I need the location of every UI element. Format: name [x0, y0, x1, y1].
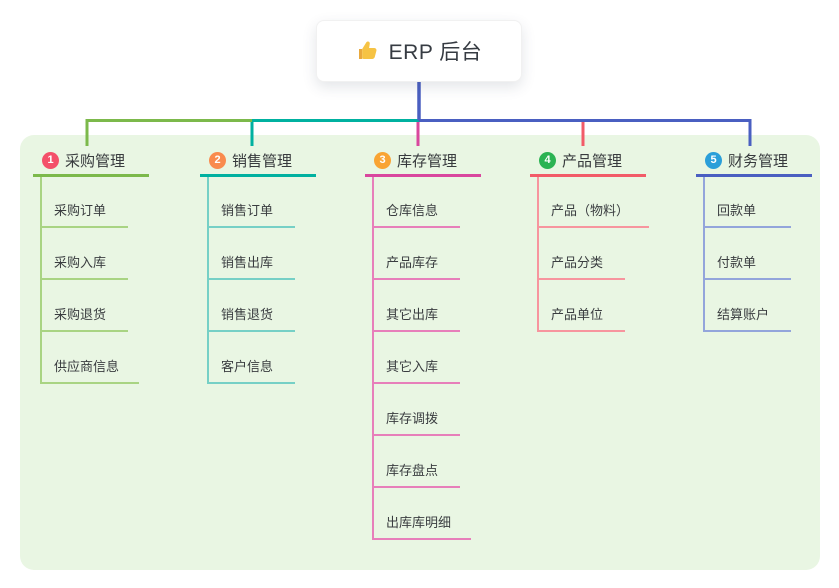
- child-label: 客户信息: [221, 359, 274, 374]
- child-label: 销售退货: [221, 307, 274, 322]
- child-label: 采购退货: [54, 307, 107, 322]
- child-label: 销售订单: [221, 203, 274, 218]
- child-node[interactable]: 回款单: [705, 177, 791, 228]
- child-node[interactable]: 销售订单: [209, 177, 295, 228]
- child-node[interactable]: 采购退货: [42, 280, 128, 332]
- children-group-5: 回款单付款单结算账户: [703, 177, 791, 332]
- child-node[interactable]: 出库库明细: [374, 488, 472, 540]
- branch-title-2: 销售管理: [232, 152, 293, 170]
- child-node[interactable]: 采购订单: [42, 177, 128, 228]
- child-label: 回款单: [717, 203, 757, 218]
- thumbs-up-icon: [356, 39, 380, 63]
- child-label: 销售出库: [221, 255, 274, 270]
- child-label: 结算账户: [717, 307, 770, 322]
- branch-header-2[interactable]: 2 销售管理: [200, 146, 316, 177]
- children-group-2: 销售订单销售出库销售退货客户信息: [207, 177, 295, 384]
- child-label: 库存调拨: [386, 411, 439, 426]
- priority-badge-4: 4: [539, 151, 556, 169]
- branch-header-5[interactable]: 5 财务管理: [696, 146, 812, 177]
- child-node[interactable]: 销售出库: [209, 228, 295, 280]
- child-label: 产品（物料）: [551, 203, 630, 218]
- child-label: 采购入库: [54, 255, 107, 270]
- child-node[interactable]: 销售退货: [209, 280, 295, 332]
- child-label: 库存盘点: [386, 463, 439, 478]
- child-node[interactable]: 库存调拨: [374, 384, 460, 436]
- priority-badge-1: 1: [42, 151, 59, 169]
- child-node[interactable]: 产品库存: [374, 228, 460, 280]
- child-label: 其它出库: [386, 307, 439, 322]
- child-label: 采购订单: [54, 203, 107, 218]
- root-title: ERP 后台: [388, 41, 483, 64]
- child-label: 产品分类: [551, 255, 604, 270]
- child-label: 其它入库: [386, 359, 439, 374]
- child-label: 仓库信息: [386, 203, 439, 218]
- child-label: 供应商信息: [54, 359, 120, 374]
- child-node[interactable]: 其它出库: [374, 280, 460, 332]
- root-node[interactable]: ERP 后台: [316, 20, 522, 82]
- child-node[interactable]: 产品分类: [539, 228, 625, 280]
- children-group-1: 采购订单采购入库采购退货供应商信息: [40, 177, 140, 384]
- priority-badge-3: 3: [374, 151, 391, 169]
- child-node[interactable]: 客户信息: [209, 332, 295, 384]
- child-label: 产品单位: [551, 307, 604, 322]
- mindmap-canvas: [20, 135, 820, 570]
- priority-badge-5: 5: [705, 151, 722, 169]
- child-label: 产品库存: [386, 255, 439, 270]
- child-node[interactable]: 其它入库: [374, 332, 460, 384]
- child-node[interactable]: 付款单: [705, 228, 791, 280]
- child-node[interactable]: 产品（物料）: [539, 177, 650, 228]
- branch-title-4: 产品管理: [562, 152, 623, 170]
- child-node[interactable]: 采购入库: [42, 228, 128, 280]
- branch-header-4[interactable]: 4 产品管理: [530, 146, 646, 177]
- child-node[interactable]: 仓库信息: [374, 177, 460, 228]
- branch-title-5: 财务管理: [728, 152, 789, 170]
- branch-header-3[interactable]: 3 库存管理: [365, 146, 481, 177]
- child-label: 付款单: [717, 255, 757, 270]
- child-node[interactable]: 结算账户: [705, 280, 791, 332]
- child-node[interactable]: 产品单位: [539, 280, 625, 332]
- priority-badge-2: 2: [209, 151, 226, 169]
- children-group-4: 产品（物料） 产品分类产品单位: [537, 177, 650, 332]
- branch-title-3: 库存管理: [397, 152, 458, 170]
- branch-title-1: 采购管理: [65, 152, 126, 170]
- child-node[interactable]: 库存盘点: [374, 436, 460, 488]
- children-group-3: 仓库信息产品库存其它出库其它入库库存调拨库存盘点出库库明细: [372, 177, 472, 540]
- child-node[interactable]: 供应商信息: [42, 332, 140, 384]
- child-label: 出库库明细: [386, 515, 452, 530]
- branch-header-1[interactable]: 1 采购管理: [33, 146, 149, 177]
